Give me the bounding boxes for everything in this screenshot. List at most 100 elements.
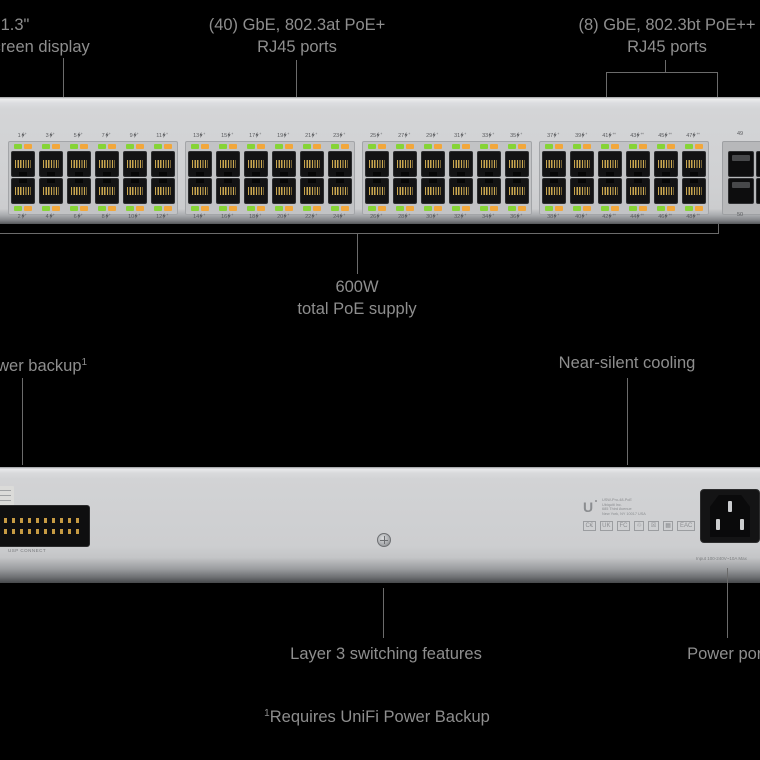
port-leds <box>65 206 93 211</box>
led-amber-icon <box>490 206 498 211</box>
port-number-18: 18+ <box>249 213 261 220</box>
rj45-notch <box>662 172 670 176</box>
port-column <box>242 142 270 214</box>
rj45-port-37 <box>542 151 566 177</box>
sfp-port-number: 49 <box>736 131 744 137</box>
port-number-35: 35+ <box>510 132 522 139</box>
rj45-pins <box>99 160 115 168</box>
rj45-port-1 <box>11 151 35 177</box>
led-amber-icon <box>52 144 60 149</box>
rj45-pins <box>15 160 31 168</box>
rj45-port-13 <box>188 151 212 177</box>
callout-power-backup: Power backup1 <box>0 352 107 377</box>
rj45-port-6 <box>67 178 91 204</box>
rj45-pins <box>425 187 441 195</box>
led-amber-icon <box>341 206 349 211</box>
footnote-mark: 1 <box>81 357 88 368</box>
port-number-37: 37+ <box>547 132 559 139</box>
rj45-port-44 <box>626 178 650 204</box>
led-amber-icon <box>639 206 647 211</box>
port-leds <box>242 144 270 149</box>
rj45-notch <box>513 179 521 183</box>
callout-poe-plus-line2: RJ45 ports <box>257 38 337 56</box>
callout-poe-plus-line1: (40) GbE, 802.3at PoE+ <box>208 16 386 34</box>
rj45-port-20 <box>272 178 296 204</box>
led-green-icon <box>98 144 106 149</box>
led-green-icon <box>573 206 581 211</box>
rj45-port-42 <box>598 178 622 204</box>
led-amber-icon <box>257 144 265 149</box>
port-number-39: 39+ <box>575 132 587 139</box>
port-number-19: 19+ <box>277 132 289 139</box>
rj45-pins <box>658 187 674 195</box>
rj45-pins <box>248 187 264 195</box>
led-amber-icon <box>313 144 321 149</box>
port-number-47: 47++ <box>686 132 700 139</box>
rj45-notch <box>606 179 614 183</box>
callout-power-backup-text: Power backup <box>0 357 82 375</box>
led-green-icon <box>331 144 339 149</box>
callout-line <box>357 233 358 274</box>
sfp-port-number: 50 <box>736 212 744 218</box>
footnote: 1Requires UniFi Power Backup <box>197 703 557 728</box>
rj45-port-19 <box>272 151 296 177</box>
callout-poe-supply: 600W total PoE supply <box>257 276 457 320</box>
usp-pin <box>11 518 15 523</box>
led-green-icon <box>126 144 134 149</box>
sfp-cage-52 <box>756 178 760 204</box>
led-amber-icon <box>80 206 88 211</box>
port-column <box>65 142 93 214</box>
port-column <box>186 142 214 214</box>
rj45-port-28 <box>393 178 417 204</box>
port-number-22: 22+ <box>305 213 317 220</box>
rj45-port-45 <box>654 151 678 177</box>
port-leds <box>9 206 37 211</box>
port-column <box>121 142 149 214</box>
port-leds <box>419 144 447 149</box>
sfp-module <box>722 141 760 215</box>
port-number-31: 31+ <box>454 132 466 139</box>
rj45-notch <box>19 172 27 176</box>
rj45-pins <box>220 187 236 195</box>
usp-pin <box>67 529 71 534</box>
port-number-7: 7+ <box>101 132 111 139</box>
power-input-rating: Input 100-240V~10A Max <box>696 556 747 561</box>
rj45-pins <box>546 187 562 195</box>
led-amber-icon <box>434 206 442 211</box>
led-green-icon <box>452 144 460 149</box>
rj45-port-12 <box>151 178 175 204</box>
port-number-4: 4+ <box>45 213 55 220</box>
port-number-row: 1+3+5+7+9+11+ <box>8 130 176 140</box>
port-number-16: 16+ <box>221 213 233 220</box>
ukca-mark-icon: UK <box>599 521 614 531</box>
port-number-38: 38+ <box>547 213 559 220</box>
rj45-pins <box>127 160 143 168</box>
port-column <box>326 142 354 214</box>
port-column <box>624 142 652 214</box>
inlet-prong <box>716 519 720 530</box>
led-amber-icon <box>583 206 591 211</box>
port-leds <box>596 144 624 149</box>
port-group-3 <box>362 141 532 215</box>
switch-back-panel <box>0 467 760 583</box>
usp-pin <box>27 518 31 523</box>
port-number-6: 6+ <box>73 213 83 220</box>
port-leds <box>214 206 242 211</box>
led-green-icon <box>42 144 50 149</box>
callout-layer3-text: Layer 3 switching features <box>290 645 482 663</box>
inlet-prong <box>740 519 744 530</box>
led-amber-icon <box>285 144 293 149</box>
led-green-icon <box>154 206 162 211</box>
port-number-row: 26+28+30+32+34+36+ <box>362 211 530 221</box>
usp-pin <box>27 529 31 534</box>
port-leds <box>568 206 596 211</box>
port-number-42: 42++ <box>602 213 616 220</box>
port-number-33: 33+ <box>482 132 494 139</box>
port-leds <box>186 206 214 211</box>
port-leds <box>363 206 391 211</box>
sfp-cage-49 <box>728 151 754 177</box>
rj45-pins <box>15 187 31 195</box>
usp-pin <box>35 529 39 534</box>
port-number-24: 24+ <box>333 213 345 220</box>
